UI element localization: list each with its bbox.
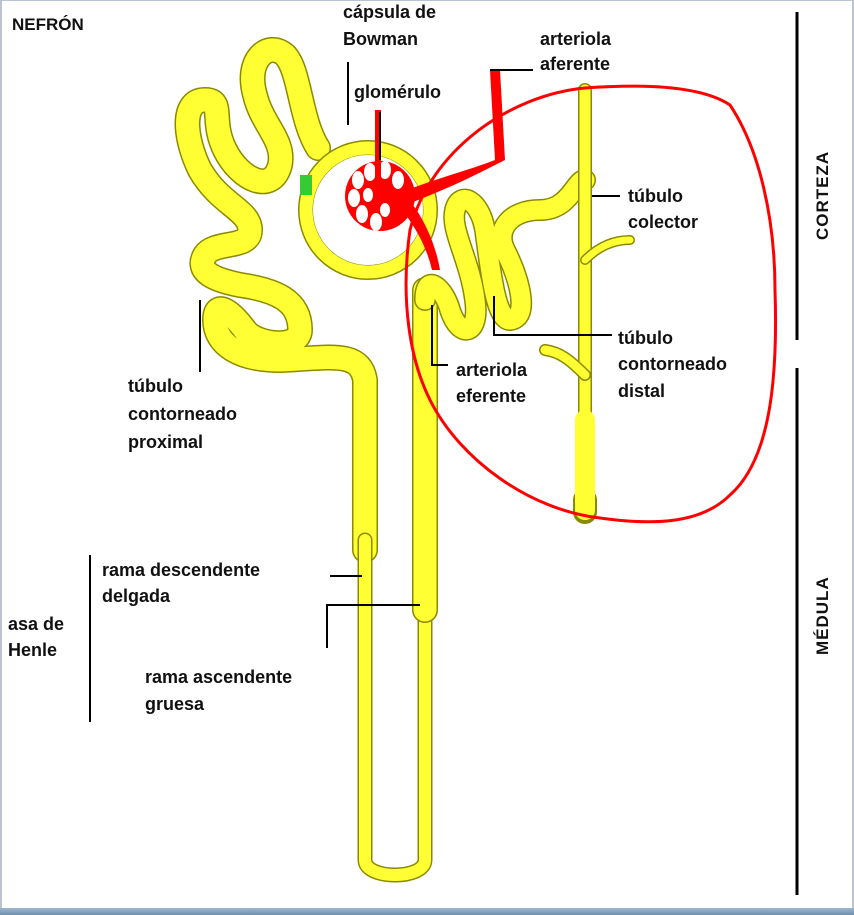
- collector-label-2: colector: [628, 212, 698, 232]
- macula-densa: [300, 175, 312, 195]
- proximal-label-3: proximal: [128, 432, 203, 452]
- collector-label-1: túbulo: [628, 186, 683, 206]
- loop-label-2: Henle: [8, 640, 57, 660]
- distal-label-3: distal: [618, 381, 665, 401]
- descending-label-2: delgada: [102, 586, 171, 606]
- distal-tubule: [414, 169, 596, 341]
- glomerulus: [345, 110, 415, 231]
- ascending-label-1: rama ascendente: [145, 667, 292, 687]
- window-bottom-border: [0, 908, 854, 915]
- proximal-label-1: túbulo: [128, 376, 183, 396]
- distal-label-2: contorneado: [618, 354, 727, 374]
- diagram-title: NEFRÓN: [12, 15, 84, 34]
- loop-label-1: asa de: [8, 614, 64, 634]
- cortex-label: CORTEZA: [813, 151, 832, 240]
- efferent-label-1: arteriola: [456, 360, 528, 380]
- distal-label-1: túbulo: [618, 328, 673, 348]
- proximal-label-2: contorneado: [128, 404, 237, 424]
- efferent-arteriole: [395, 192, 440, 270]
- loop-of-henle: [357, 277, 438, 883]
- afferent-label-1: arteriola: [540, 29, 612, 49]
- descending-label-1: rama descendente: [102, 560, 260, 580]
- medulla-label: MÉDULA: [813, 576, 832, 655]
- capsule-label-2: Bowman: [343, 29, 418, 49]
- capsule-label-1: cápsula de: [343, 2, 436, 22]
- ascending-label-2: gruesa: [145, 694, 205, 714]
- afferent-label-2: aferente: [540, 54, 610, 74]
- glomerulus-label: glomérulo: [354, 82, 441, 102]
- highlight-region: [404, 84, 778, 524]
- afferent-arteriole: [395, 70, 505, 205]
- proximal-tubule: [174, 37, 378, 563]
- leader-lines: [89, 62, 620, 722]
- efferent-label-2: eferente: [456, 386, 526, 406]
- collecting-tubule: [539, 83, 635, 524]
